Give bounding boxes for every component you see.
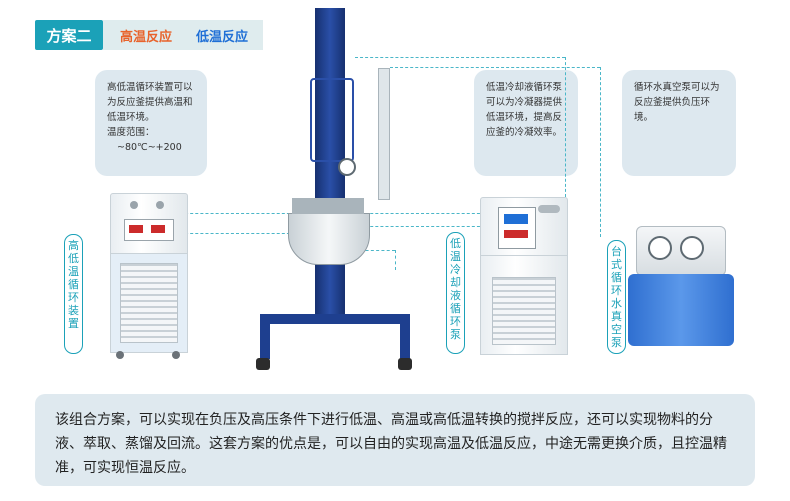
callout-chiller-text: 低温冷却液循环泵可以为冷凝器提供低温环境，提高反应釜的冷凝效率。 [486, 82, 563, 138]
connector-line [600, 67, 601, 237]
connector-line [180, 233, 295, 234]
connector-line [355, 57, 565, 58]
gauge-icon [156, 201, 164, 209]
pressure-gauge-icon [338, 158, 356, 176]
connector-line [395, 250, 396, 270]
reactor-assembly [250, 8, 415, 373]
tab-high-temp[interactable]: 高温反应 [120, 30, 173, 45]
scheme-description: 该组合方案，可以实现在负压及高压条件下进行低温、高温或高低温转换的搅拌反应，还可… [35, 394, 755, 486]
chiller-unit [480, 197, 568, 357]
vent-grille [120, 263, 178, 343]
tab-low-temp[interactable]: 低温反应 [196, 30, 249, 45]
circulator-unit [110, 193, 188, 361]
condenser-tube [378, 68, 390, 200]
connector-line [390, 67, 600, 68]
label-chiller: 低温冷却液循环泵 [446, 232, 465, 354]
label-circulator: 高低温循环装置 [64, 234, 83, 354]
vacuum-pump-unit [628, 218, 740, 352]
callout-chiller: 低温冷却液循环泵可以为冷凝器提供低温环境，提高反应釜的冷凝效率。 [474, 70, 578, 176]
control-panel [498, 207, 536, 249]
reactor-vessel [288, 213, 370, 265]
gauge-icon [680, 236, 704, 260]
connector-line [355, 226, 485, 227]
callout-vacuum-text: 循环水真空泵可以为反应釜提供负压环境。 [634, 82, 720, 123]
connector-line [565, 57, 566, 197]
control-panel [124, 219, 174, 241]
scheme-tag: 方案二 [35, 20, 103, 50]
gauge-icon [648, 236, 672, 260]
callout-temp-range: ~80℃~+200 [117, 142, 182, 153]
connector-line [180, 213, 295, 214]
callout-vacuum-pump: 循环水真空泵可以为反应釜提供负压环境。 [622, 70, 736, 176]
connector-line [355, 250, 395, 251]
water-tank [628, 274, 734, 346]
label-vacuum-pump: 台式循环水真空泵 [607, 240, 626, 354]
vent-grille [492, 277, 556, 345]
callout-temp-label: 温度范围： [107, 127, 155, 138]
header-strip [103, 20, 263, 50]
callout-circulator-text: 高低温循环装置可以为反应釜提供高温和低温环境。 [107, 82, 193, 123]
callout-circulator: 高低温循环装置可以为反应釜提供高温和低温环境。 温度范围： ~80℃~+200 [95, 70, 207, 176]
connector-line [355, 213, 485, 214]
gauge-icon [130, 201, 138, 209]
